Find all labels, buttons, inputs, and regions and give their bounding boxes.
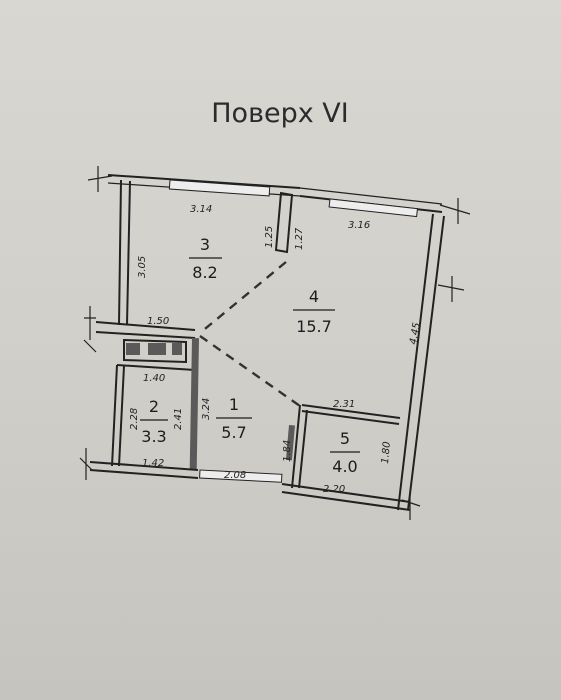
dim-bath-top: 1.40 <box>143 373 165 384</box>
dim-hall-left: 3.24 <box>201 398 212 420</box>
room-5: 5 4.0 <box>330 429 360 476</box>
dim-bath-bottom: 1.42 <box>142 458 164 469</box>
room-1: 1 5.7 <box>216 395 252 442</box>
window-top-right <box>328 198 419 218</box>
dashed-link-1-5 <box>199 335 301 407</box>
room-2-area: 3.3 <box>141 427 166 446</box>
dimension-labels: 3.14 3.16 1.25 1.27 3.05 4.45 1.50 1.40 … <box>129 204 423 495</box>
dim-closet-right: 1.80 <box>380 441 393 464</box>
room-3-number: 3 <box>200 235 210 254</box>
dim-bath-right: 2.41 <box>173 408 184 430</box>
room-connections <box>199 261 301 407</box>
dim-top-left: 3.14 <box>190 204 212 215</box>
room-4-number: 4 <box>309 287 319 306</box>
room-5-area: 4.0 <box>332 457 357 476</box>
dim-stub-left: 1.25 <box>264 226 275 248</box>
dim-right-wall: 4.45 <box>408 322 423 346</box>
dim-closet-bottom: 2.20 <box>323 484 345 495</box>
room-5-number: 5 <box>340 429 350 448</box>
dim-closet-left: 1.84 <box>282 440 293 462</box>
room-4-area: 15.7 <box>296 317 332 336</box>
dim-entry-bottom: 2.08 <box>224 470 246 481</box>
floor-title: Поверх VI <box>211 98 348 129</box>
dim-bath-left: 2.28 <box>129 408 140 430</box>
room-3-area: 8.2 <box>192 263 217 282</box>
dim-corridor-top: 1.50 <box>147 316 169 327</box>
dashed-link-3-4 <box>199 261 287 334</box>
room-4: 4 15.7 <box>293 287 335 336</box>
room-2-number: 2 <box>149 397 159 416</box>
dim-stub-right: 1.27 <box>294 227 305 250</box>
room-2: 2 3.3 <box>140 397 168 446</box>
dim-top-right: 3.16 <box>348 220 370 231</box>
dim-closet-top: 2.31 <box>333 399 355 410</box>
room-1-number: 1 <box>229 395 239 414</box>
walls <box>79 166 471 520</box>
room-3: 3 8.2 <box>189 235 222 282</box>
window-top-left <box>168 179 271 197</box>
window-bottom <box>199 469 283 483</box>
room-1-area: 5.7 <box>221 423 246 442</box>
dim-left-upper: 3.05 <box>137 256 148 278</box>
